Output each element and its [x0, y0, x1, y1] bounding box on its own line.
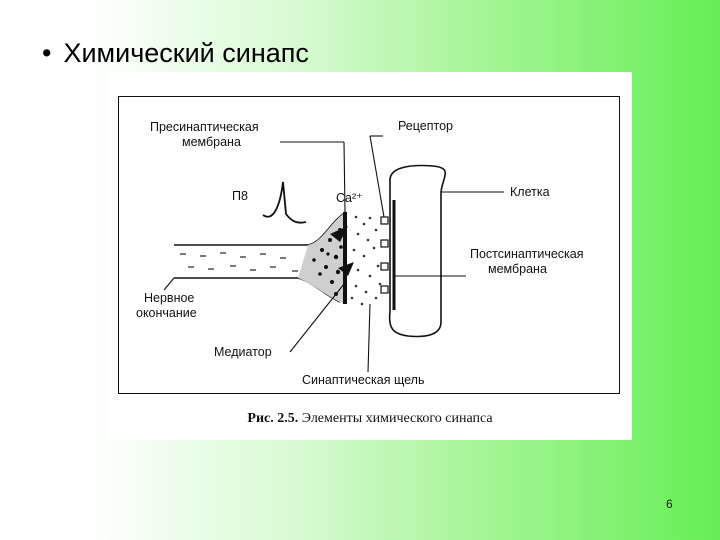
figure-frame: [118, 96, 620, 394]
caption-prefix: Рис. 2.5.: [247, 411, 299, 426]
label-presynaptic-1: Пресинаптическая: [150, 120, 259, 134]
mediator-arrow-head: [338, 262, 354, 276]
receptors: [380, 216, 389, 294]
mediator-leader: [289, 283, 345, 353]
label-p8: П8: [232, 189, 248, 203]
label-nerve-ending-1: Нервное: [144, 291, 194, 305]
label-mediator: Медиатор: [214, 345, 272, 359]
slide-title: • Химический синапс: [42, 38, 309, 69]
label-receptor: Рецептор: [398, 119, 453, 133]
action-potential-spike: [262, 181, 307, 224]
label-ca-ion: Ca²⁺: [336, 191, 363, 205]
presynaptic-leader-down: [343, 141, 346, 213]
label-nerve-ending-2: окончание: [136, 306, 197, 320]
label-postsynaptic-2: мембрана: [488, 262, 547, 276]
label-postsynaptic-1: Постсинаптическая: [470, 247, 584, 261]
postsynaptic-cell: [388, 164, 447, 338]
receptor-leader-down: [369, 135, 385, 218]
label-cell: Клетка: [510, 185, 550, 199]
cleft-leader: [367, 303, 371, 373]
axon-dashes: [180, 252, 298, 272]
title-bullet: •: [42, 38, 52, 68]
nerve-ending-leader: [163, 277, 175, 291]
label-synaptic-cleft: Синаптическая щель: [302, 373, 424, 387]
figure-caption: Рис. 2.5. Элементы химического синапса: [108, 411, 632, 427]
vesicles: [312, 228, 343, 296]
title-text: Химический синапс: [63, 38, 309, 68]
figure-panel: Пресинаптическая мембрана Рецептор Клетк…: [108, 72, 632, 440]
ca-arrow-head: [330, 226, 348, 242]
label-presynaptic-2: мембрана: [182, 135, 241, 149]
caption-text: Элементы химического синапса: [301, 411, 493, 426]
page-number: 6: [666, 497, 673, 511]
cleft-dots: [350, 215, 382, 306]
synapse-diagram: Пресинаптическая мембрана Рецептор Клетк…: [136, 119, 584, 387]
